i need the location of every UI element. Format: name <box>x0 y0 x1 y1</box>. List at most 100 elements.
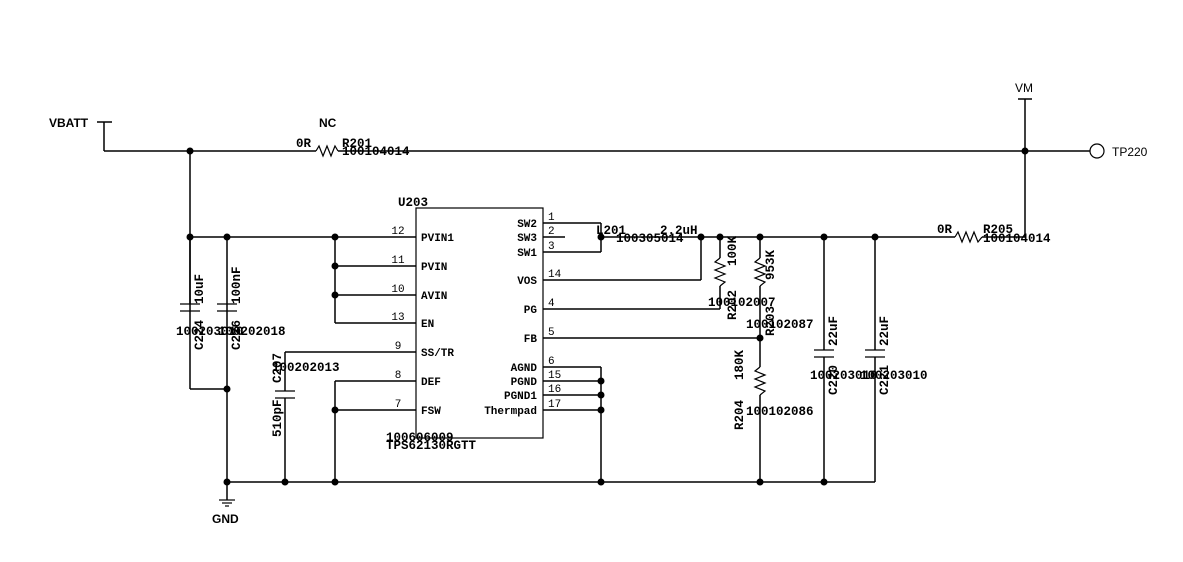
resistor-r205: 0R R205 100104014 <box>937 223 1051 246</box>
c226-pn: 100202018 <box>218 325 286 339</box>
resistor-r203: 953K R203 100102087 <box>746 237 814 367</box>
pin-name: VOS <box>517 276 537 288</box>
gnd-net: GND <box>212 478 875 526</box>
pin-number: 5 <box>548 327 555 339</box>
pin-number: 4 <box>548 298 555 310</box>
vm-net: VM <box>1015 81 1033 237</box>
pin-number: 9 <box>395 341 402 353</box>
ic-pin-fb: 5FB <box>524 327 565 346</box>
r204-value: 180K <box>733 349 747 380</box>
pin-name: Thermpad <box>484 406 537 418</box>
u203-pn: 100606009 <box>386 431 454 445</box>
c226-ref: C226 <box>230 320 244 350</box>
pin-number: 7 <box>395 399 402 411</box>
u203-ref: U203 <box>398 196 428 210</box>
tp220-label: TP220 <box>1112 145 1148 159</box>
pin-number: 13 <box>391 312 404 324</box>
r203-ref: R203 <box>764 306 778 336</box>
r201-note: NC <box>319 116 337 130</box>
capacitor-c220: 22uF C220 100203010 <box>810 237 878 482</box>
resistor-r204: 180K R204 100102086 <box>733 349 814 482</box>
ic-ground-net <box>565 366 605 482</box>
c220-value: 22uF <box>827 316 841 346</box>
c207-value: 510pF <box>271 399 285 437</box>
pin-number: 3 <box>548 241 555 253</box>
pin-name: PGND <box>511 377 538 389</box>
pin-name: AVIN <box>421 291 447 303</box>
pin-number: 15 <box>548 370 561 382</box>
r204-ref: R204 <box>733 399 747 430</box>
pin-number: 2 <box>548 226 555 238</box>
pin-number: 11 <box>391 255 405 267</box>
pin-number: 8 <box>395 370 402 382</box>
pin-name: SW1 <box>517 248 537 260</box>
c221-ref: C221 <box>878 365 892 395</box>
inductor-l201: L201 2.2uH 100305014 <box>596 224 720 246</box>
pin-name: SS/TR <box>421 348 454 360</box>
pin-name: SW2 <box>517 219 537 231</box>
l201-pn: 100305014 <box>616 232 684 246</box>
ic-u203: U203 100606009 TPS62130RGTT 12PVIN111PVI… <box>386 196 565 453</box>
pin-number: 10 <box>391 284 404 296</box>
pin-name: PVIN1 <box>421 233 454 245</box>
pin-name: DEF <box>421 377 441 389</box>
c220-pn: 100203010 <box>810 369 878 383</box>
pin-name: SW3 <box>517 233 537 245</box>
pin-name: AGND <box>511 363 538 375</box>
vm-label: VM <box>1015 81 1033 95</box>
pin-name: PG <box>524 305 538 317</box>
fb-net <box>565 334 764 342</box>
gnd-label: GND <box>212 512 239 526</box>
vbatt-label: VBATT <box>49 116 89 130</box>
c207-ref: C207 <box>271 353 285 383</box>
r205-ref: R205 <box>983 223 1013 237</box>
pin-name: FB <box>524 334 538 346</box>
pin-number: 17 <box>548 399 561 411</box>
r203-value: 953K <box>764 249 778 280</box>
resistor-r201: NC 0R R201 100104014 <box>296 116 410 159</box>
output-net <box>565 233 1025 281</box>
input-net <box>186 151 394 393</box>
ic-pin-sstr: 9SS/TR <box>394 341 454 360</box>
testpoint-tp220: TP220 <box>1089 143 1148 159</box>
l201-ref: L201 <box>596 224 626 238</box>
switch-node <box>565 222 612 253</box>
r202-ref: R202 <box>726 290 740 320</box>
r201-ref: R201 <box>342 137 372 151</box>
pin-name: EN <box>421 319 434 331</box>
pin-name: PGND1 <box>504 391 537 403</box>
r203-pn: 100102087 <box>746 318 814 332</box>
r202-value: 100K <box>726 235 740 266</box>
ic-pin-pg: 4PG <box>524 298 565 317</box>
resistor-r202: 100K R202 100102007 <box>565 235 776 320</box>
c207-pn: 100202013 <box>272 361 340 375</box>
pin-name: PVIN <box>421 262 447 274</box>
r205-pn: 100104014 <box>983 232 1051 246</box>
vbatt-net: VBATT <box>49 116 1090 155</box>
c224-value: 10uF <box>193 274 207 304</box>
r201-value: 0R <box>296 137 312 151</box>
c224-ref: C224 <box>193 319 207 350</box>
r202-pn: 100102007 <box>708 296 776 310</box>
c221-value: 22uF <box>878 316 892 346</box>
l201-value: 2.2uH <box>660 224 698 238</box>
ic-right-pins: 1SW22SW33SW114VOS4PG5FB6AGND15PGND16PGND… <box>484 212 565 418</box>
r205-value: 0R <box>937 223 953 237</box>
c226-value: 100nF <box>230 266 244 304</box>
r204-pn: 100102086 <box>746 405 814 419</box>
pin-number: 12 <box>391 226 404 238</box>
capacitor-c226: 100nF C226 100202018 <box>217 237 286 482</box>
